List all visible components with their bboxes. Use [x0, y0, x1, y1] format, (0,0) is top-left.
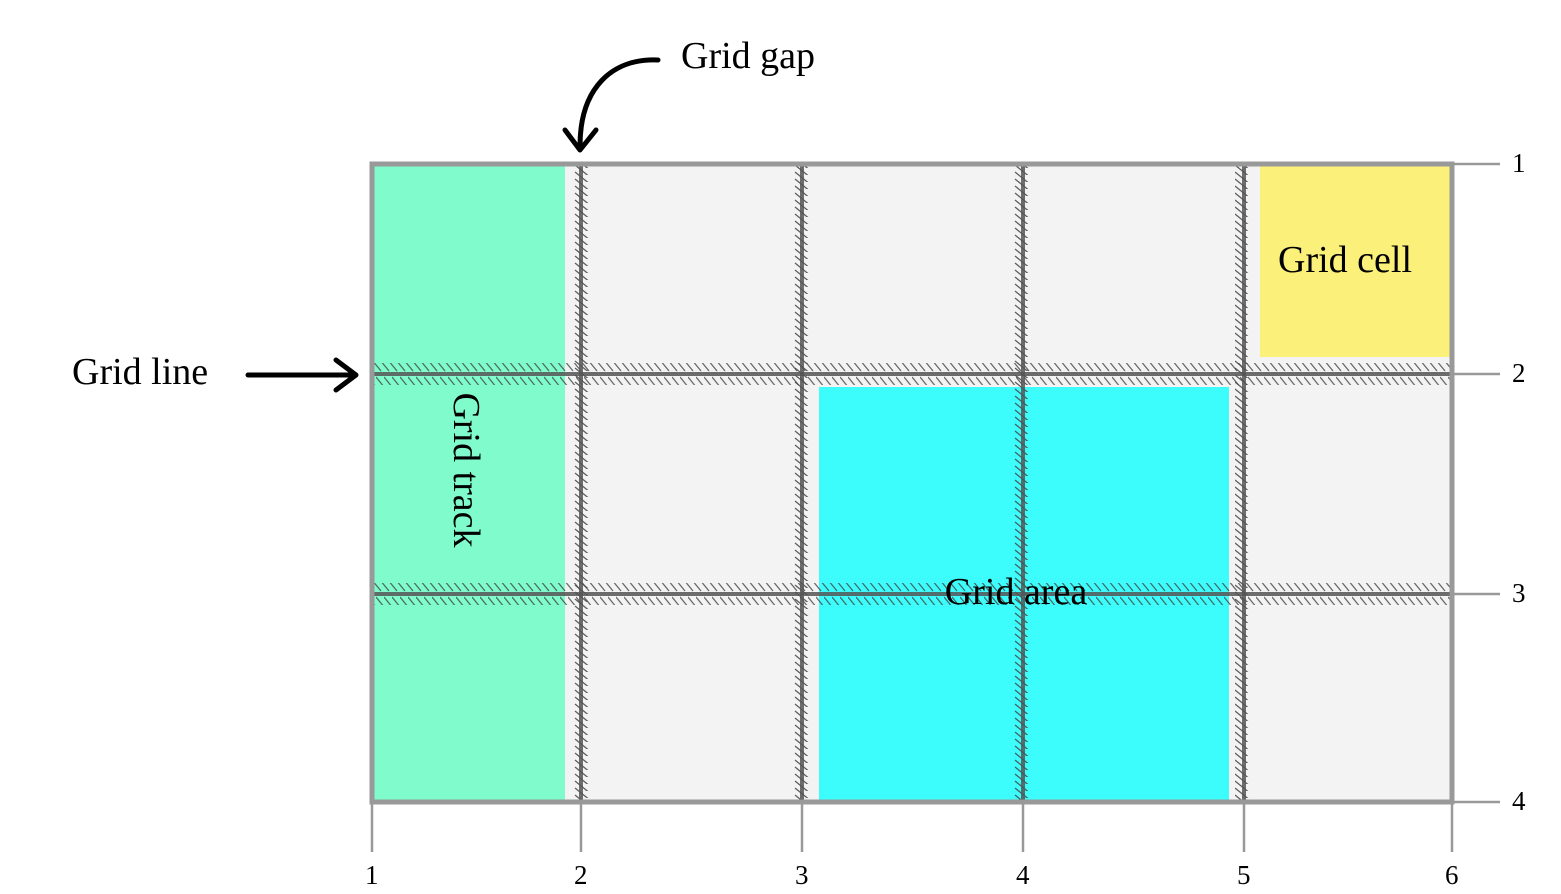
annotation-arrows	[245, 57, 661, 393]
column-line-number: 3	[795, 860, 809, 890]
row-line-number: 2	[1512, 358, 1526, 388]
line-ticks	[370, 162, 1500, 852]
column-line-number: 5	[1237, 860, 1251, 890]
grid-track-region	[372, 164, 565, 802]
grid-line-arrowhead	[333, 357, 359, 393]
grid-cells	[372, 164, 1452, 802]
grid-line-label: Grid line	[72, 351, 209, 393]
grid-track-label: Grid track	[445, 392, 487, 548]
row-line-number: 1	[1512, 148, 1526, 178]
row-line-number: 4	[1512, 786, 1526, 816]
column-line-number: 2	[574, 860, 588, 890]
column-line-number: 6	[1445, 860, 1459, 890]
grid-area-label: Grid area	[944, 571, 1088, 613]
grid-gap-arrowhead	[562, 127, 599, 153]
row-line-number: 3	[1512, 578, 1526, 608]
grid-border	[369, 161, 1455, 805]
grid-cell-label: Grid cell	[1278, 239, 1413, 281]
grid-gap-arrow	[577, 57, 661, 149]
grid-cell-region	[1260, 164, 1452, 357]
column-line-number: 4	[1016, 860, 1030, 890]
column-line-number: 1	[365, 860, 379, 890]
grid-lines	[369, 161, 1455, 805]
grid-gap-label: Grid gap	[681, 35, 816, 77]
